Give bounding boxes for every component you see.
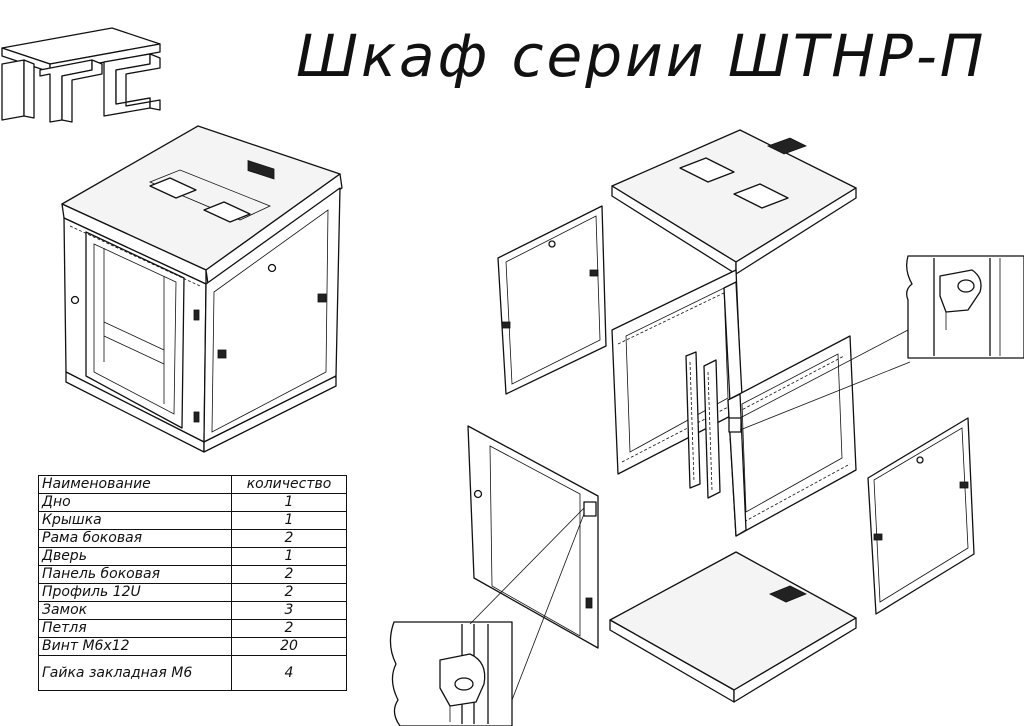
- part-name: Дно: [38, 493, 232, 512]
- column-header-name: Наименование: [38, 475, 232, 494]
- part-quantity: 1: [231, 493, 347, 512]
- part-name: Крышка: [38, 511, 232, 530]
- company-logo: [1, 27, 161, 123]
- part-quantity: 2: [231, 583, 347, 602]
- part-name: Винт М6х12: [38, 637, 232, 656]
- exploded-top-cover: [611, 129, 857, 275]
- exploded-right-side-frame: [727, 335, 857, 537]
- exploded-front-door: [467, 425, 599, 649]
- exploded-12u-profiles: [685, 351, 721, 499]
- part-name: Гайка закладная М6: [38, 655, 232, 691]
- part-quantity: 20: [231, 637, 347, 656]
- exploded-view: [467, 129, 975, 703]
- assembled-cabinet-view: [61, 125, 343, 453]
- part-name: Замок: [38, 601, 232, 620]
- exploded-bottom-plate: [609, 551, 857, 703]
- part-quantity: 1: [231, 511, 347, 530]
- hinge-detail-bottom-left: [389, 621, 513, 726]
- table-header-row: Наименование количество: [38, 475, 347, 494]
- part-quantity: 3: [231, 601, 347, 620]
- part-name: Профиль 12U: [38, 583, 232, 602]
- page-title: Шкаф серии ШТНР-П: [296, 22, 987, 90]
- part-name: Панель боковая: [38, 565, 232, 584]
- part-quantity: 2: [231, 529, 347, 548]
- column-header-quantity: количество: [231, 475, 347, 494]
- exploded-left-side-frame: [611, 269, 743, 475]
- part-name: Дверь: [38, 547, 232, 566]
- part-quantity: 1: [231, 547, 347, 566]
- part-quantity: 2: [231, 565, 347, 584]
- part-name: Рама боковая: [38, 529, 232, 548]
- hinge-detail-top-right: [906, 255, 1024, 359]
- part-name: Петля: [38, 619, 232, 638]
- top-cover-vents: [148, 160, 275, 223]
- part-quantity: 4: [231, 655, 347, 691]
- part-quantity: 2: [231, 619, 347, 638]
- exploded-right-side-panel: [867, 417, 975, 615]
- exploded-left-side-panel: [497, 205, 607, 395]
